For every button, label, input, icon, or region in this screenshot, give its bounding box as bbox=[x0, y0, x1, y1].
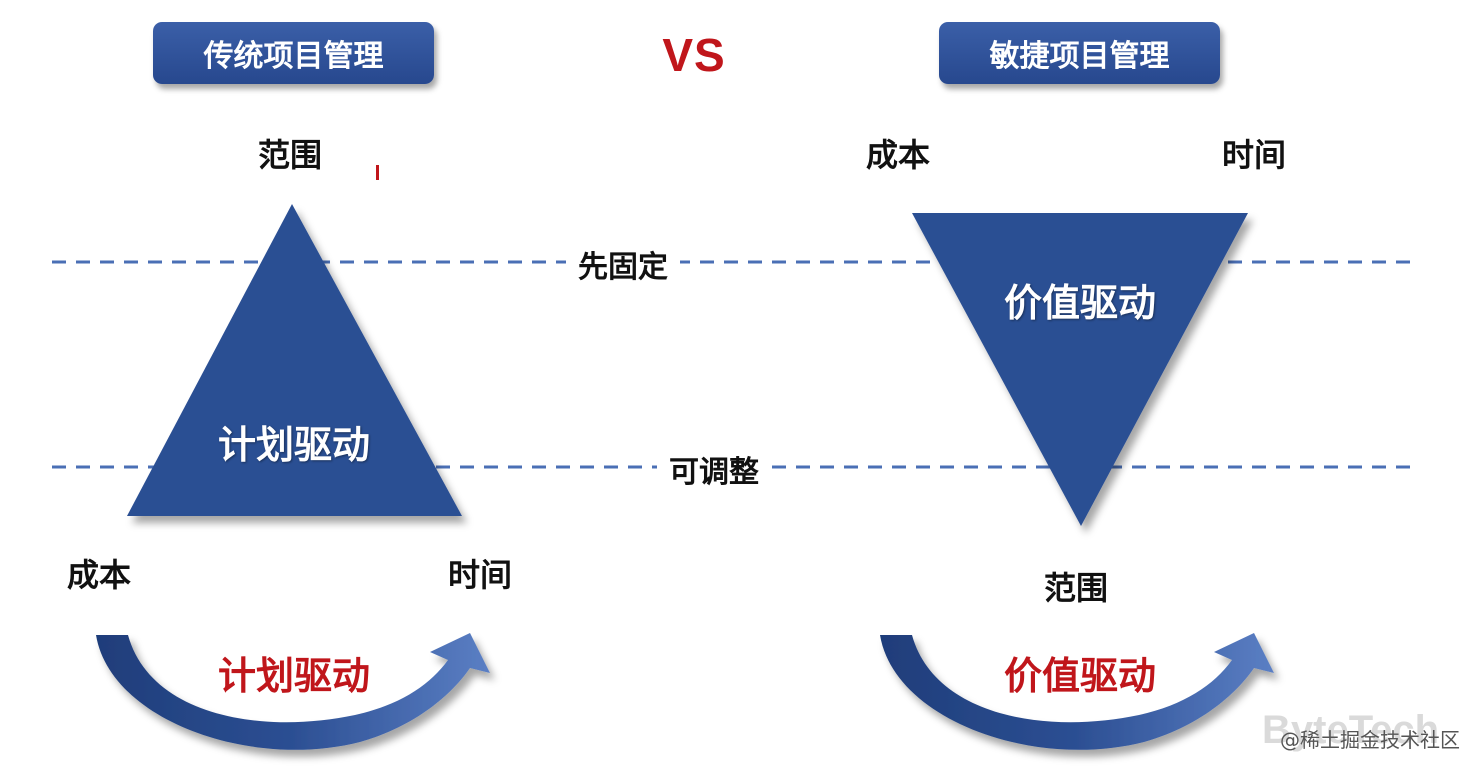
right-time-label: 时间 bbox=[1221, 136, 1287, 174]
agile-pm-header: 敏捷项目管理 bbox=[939, 22, 1220, 84]
traditional-pm-header: 传统项目管理 bbox=[153, 22, 434, 84]
right-arrow-text: 价值驱动 bbox=[1003, 654, 1157, 698]
value-driven-arrow bbox=[880, 633, 1274, 750]
vs-label: VS bbox=[662, 29, 726, 81]
plan-driven-triangle bbox=[127, 204, 462, 516]
left-scope-label: 范围 bbox=[257, 136, 323, 174]
adjustable-label: 可调整 bbox=[657, 447, 771, 491]
plan-driven-arrow bbox=[96, 633, 490, 750]
value-driven-triangle bbox=[912, 213, 1248, 526]
bytetech-logo-watermark: ByteTech bbox=[1262, 708, 1440, 752]
right-scope-label: 范围 bbox=[1043, 569, 1109, 607]
fixed-label: 先固定 bbox=[566, 242, 680, 286]
text-cursor-mark bbox=[376, 165, 379, 180]
right-cost-label: 成本 bbox=[865, 136, 931, 174]
left-arrow-text: 计划驱动 bbox=[217, 654, 371, 698]
right-triangle-text: 价值驱动 bbox=[1003, 281, 1157, 325]
left-triangle-text: 计划驱动 bbox=[217, 423, 371, 467]
left-time-label: 时间 bbox=[447, 556, 513, 594]
juejin-watermark: @稀土掘金技术社区 bbox=[1280, 728, 1460, 752]
left-cost-label: 成本 bbox=[66, 556, 132, 594]
